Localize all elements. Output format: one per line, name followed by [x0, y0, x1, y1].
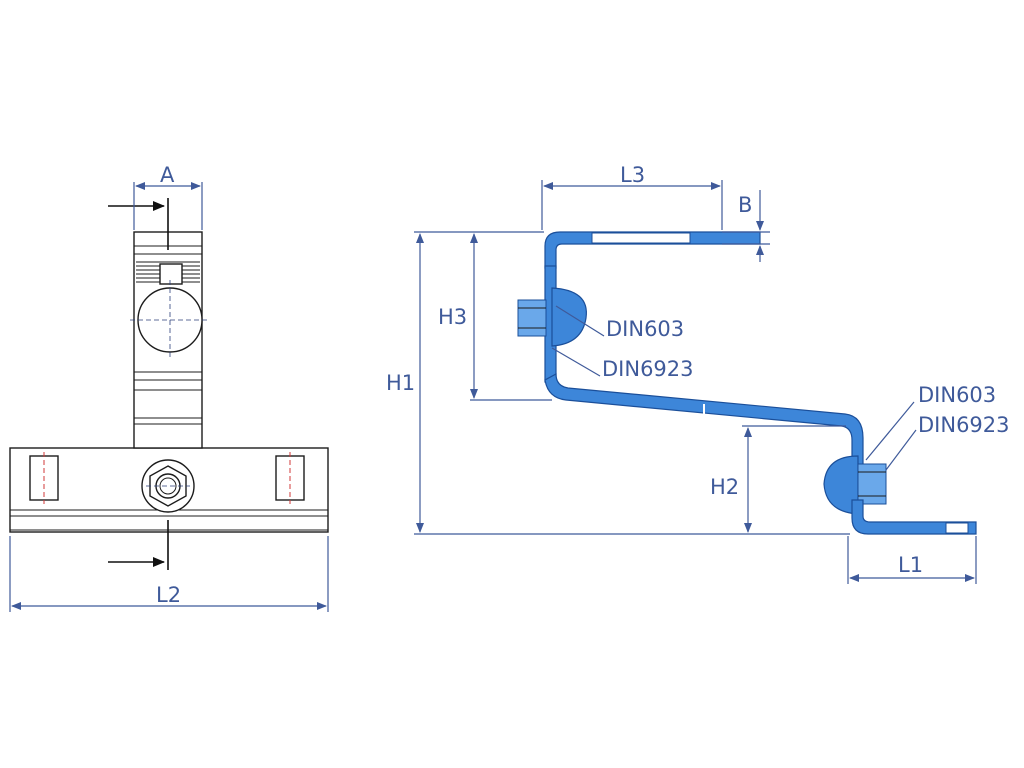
- hex-nut: [141, 459, 195, 513]
- dim-label-H1: H1: [386, 371, 415, 395]
- dim-label-L1: L1: [898, 553, 923, 577]
- label-din6923-lower: DIN6923: [918, 413, 1010, 437]
- leader-din603-upper: [555, 305, 605, 337]
- dim-label-B: B: [738, 193, 752, 217]
- leader-din603-lower: [865, 401, 915, 461]
- label-din603-lower: DIN603: [918, 383, 996, 407]
- leader-din6923-lower: [885, 429, 917, 471]
- label-din603-upper: DIN603: [606, 317, 684, 341]
- dim-label-L2: L2: [156, 583, 181, 607]
- label-din6923-upper: DIN6923: [602, 357, 694, 381]
- side-view: L3 B H1 H3 H2 L1 DIN603 DIN6923 DIN6: [386, 163, 1010, 584]
- dim-label-A: A: [160, 163, 175, 187]
- leader-din6923-upper: [551, 347, 601, 377]
- nut-window: [159, 263, 183, 285]
- upper-nut: [517, 299, 547, 337]
- dim-label-H3: H3: [438, 305, 467, 329]
- dim-label-H2: H2: [710, 475, 739, 499]
- front-view: A L2: [9, 163, 329, 612]
- lower-bolt-head: [823, 455, 859, 515]
- lower-foot: [851, 499, 977, 535]
- lower-nut: [857, 463, 887, 505]
- diagonal-arm: [544, 372, 864, 471]
- dim-label-L3: L3: [620, 163, 645, 187]
- upper-bolt-head: [551, 287, 587, 347]
